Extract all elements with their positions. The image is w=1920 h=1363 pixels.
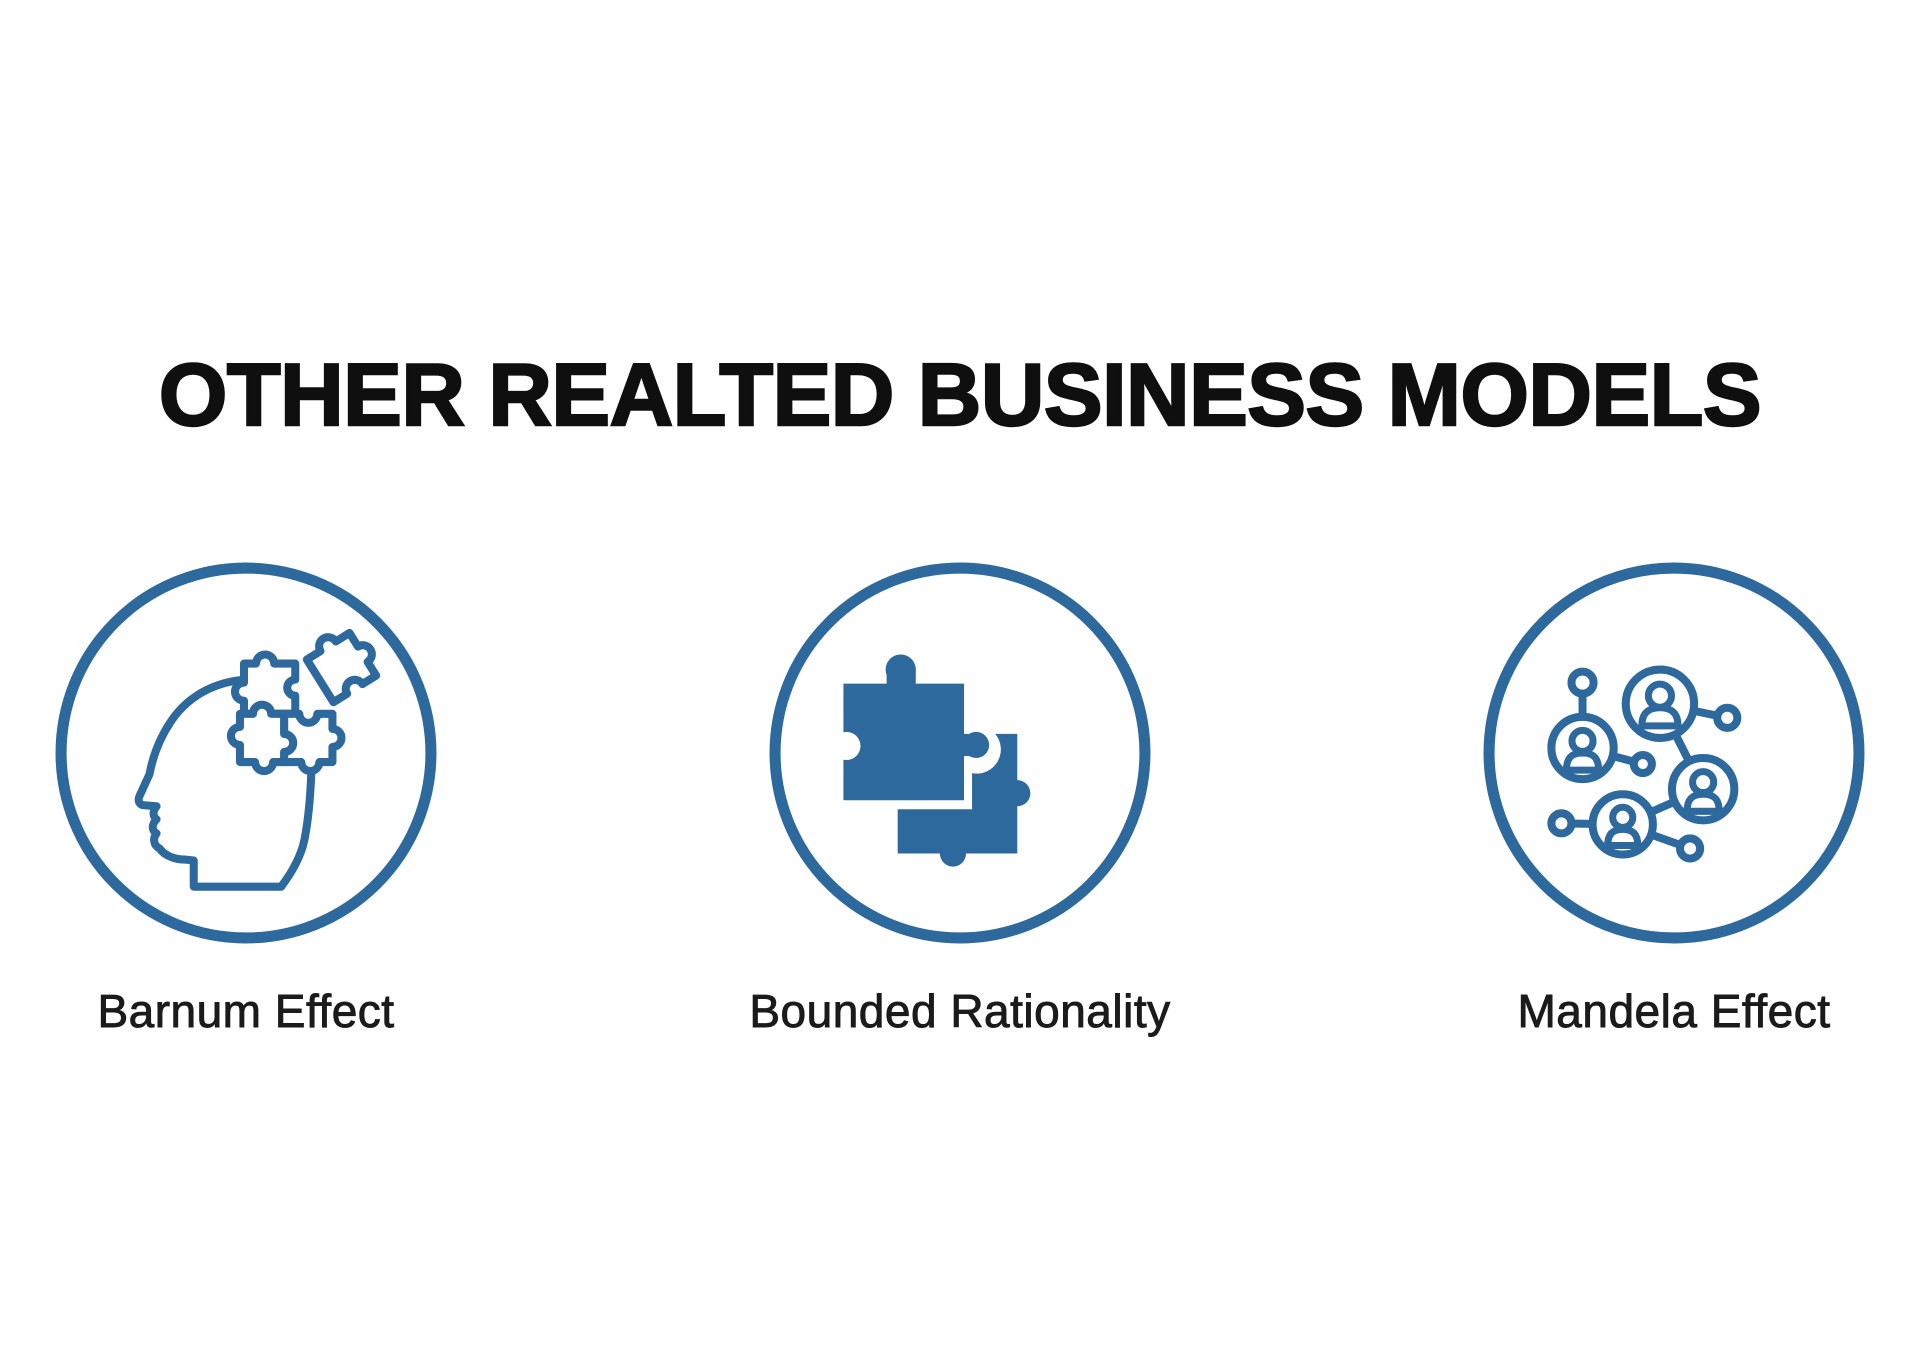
- item-label-mandela-effect: Mandela Effect: [1517, 985, 1831, 1038]
- item-mandela-effect-circle: [1478, 557, 1870, 949]
- item-label-barnum-effect: Barnum Effect: [97, 985, 395, 1038]
- page-title: OTHER REALTED BUSINESS MODELS: [158, 344, 1763, 445]
- people-network-icon: [1483, 562, 1865, 944]
- interlocking-puzzle-pieces-icon: [769, 562, 1151, 944]
- item-outer-ring: [55, 562, 437, 944]
- item-barnum-effect-circle: [50, 557, 442, 949]
- puzzle-notch: [832, 731, 861, 761]
- item-label-bounded-rationality: Bounded Rationality: [749, 985, 1171, 1038]
- network-user-nodes: [1547, 665, 1742, 863]
- puzzle-piece-floating: [302, 628, 381, 707]
- item-bounded-rationality-circle: [764, 557, 1156, 949]
- item-outer-ring: [1483, 562, 1865, 944]
- head-profile-outline: [134, 675, 316, 891]
- head-with-puzzle-pieces-icon: [55, 562, 437, 944]
- puzzle-piece-bottom-right: [280, 709, 346, 776]
- item-outer-ring: [769, 562, 1151, 944]
- solid-puzzle-pieces: [843, 654, 1031, 867]
- user-avatars: [1562, 680, 1723, 849]
